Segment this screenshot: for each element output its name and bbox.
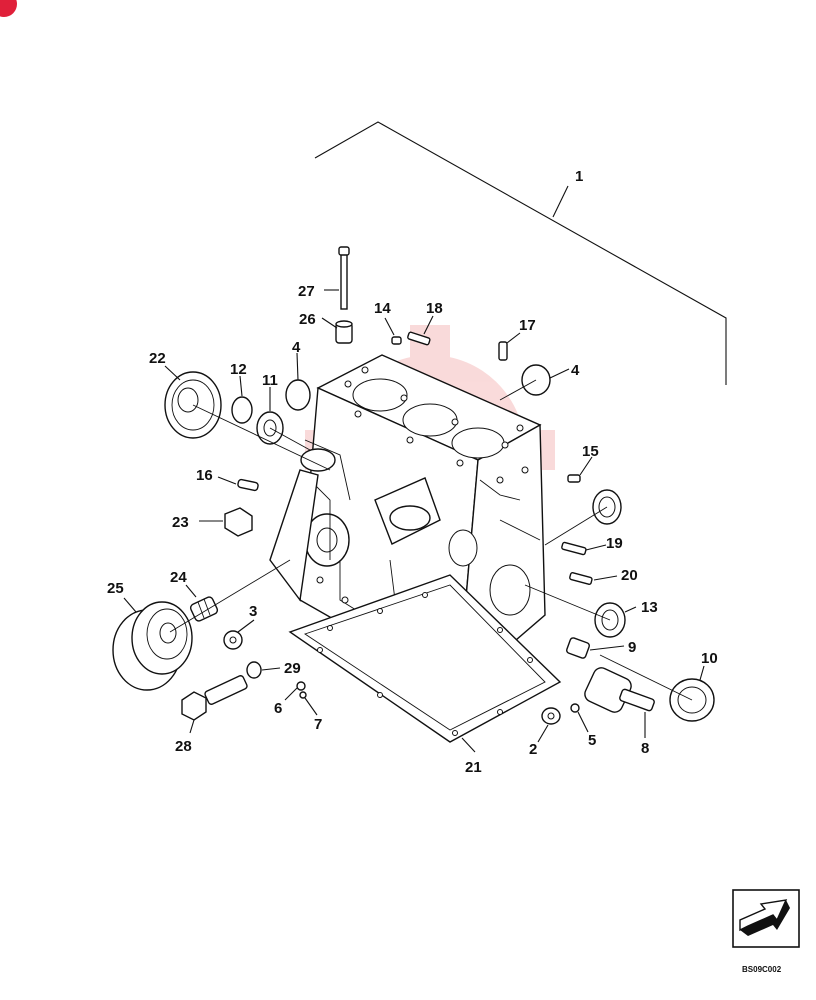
callout-18: 18 (426, 300, 443, 317)
part-23-plug (224, 507, 253, 537)
part-19-pin (561, 541, 587, 556)
part-16-pin (237, 478, 259, 492)
part-18-pin (407, 331, 431, 346)
callout-4-right: 4 (571, 362, 580, 379)
callout-3: 3 (249, 603, 257, 620)
callout-23: 23 (172, 514, 189, 531)
callout-12: 12 (230, 361, 247, 378)
callout-4-left: 4 (292, 339, 301, 356)
part-15-pin (567, 474, 581, 483)
callout-9: 9 (628, 639, 636, 656)
callout-14: 14 (374, 300, 391, 317)
assembly-bracket (314, 121, 727, 385)
callout-15: 15 (582, 443, 599, 460)
part-25-oil-filter (112, 601, 193, 691)
callout-29: 29 (284, 660, 301, 677)
callout-2: 2 (529, 741, 537, 758)
part-20-pin (569, 572, 593, 585)
oil-pan-gasket (288, 574, 562, 743)
part-6-washer (296, 681, 306, 691)
part-24-spring (189, 596, 219, 622)
part-12-o-ring (231, 396, 253, 424)
part-14-pin (391, 336, 402, 345)
part-5-washer (570, 703, 580, 713)
part-9-plug (566, 637, 590, 659)
callout-25: 25 (107, 580, 124, 597)
callout-11: 11 (262, 372, 278, 389)
part-2-nut (541, 707, 561, 725)
callout-17: 17 (519, 317, 536, 334)
callout-24: 24 (170, 569, 187, 586)
callout-27: 27 (298, 283, 315, 300)
part-29-o-ring (246, 661, 262, 679)
part-3-nut (223, 630, 243, 650)
callout-1: 1 (575, 168, 583, 185)
part-27-stud (338, 246, 350, 310)
part-26-sleeve (335, 320, 353, 344)
callout-6: 6 (274, 700, 282, 717)
leader-lines (123, 289, 705, 753)
part-7-washer (299, 691, 307, 699)
callout-5: 5 (588, 732, 596, 749)
part-28-bolt (181, 675, 248, 721)
callout-19: 19 (606, 535, 623, 552)
part-4-plug-left (285, 379, 311, 411)
drawing-code: BS09C002 (742, 965, 782, 974)
callout-labels: 1 27 26 14 18 17 4 4 22 12 11 16 15 23 1… (107, 168, 718, 776)
callout-22: 22 (149, 350, 166, 367)
callout-26: 26 (299, 311, 316, 328)
corner-badge-icon (0, 0, 17, 17)
callout-13: 13 (641, 599, 658, 616)
callout-8: 8 (641, 740, 649, 757)
callout-7: 7 (314, 716, 322, 733)
callout-21: 21 (465, 759, 482, 776)
callout-10: 10 (701, 650, 718, 667)
callout-16: 16 (196, 467, 213, 484)
next-page-arrow-icon[interactable] (732, 889, 800, 948)
part-8-shaft (584, 667, 655, 713)
callout-28: 28 (175, 738, 192, 755)
callout-20: 20 (621, 567, 638, 584)
part-17-dowel (498, 341, 508, 361)
